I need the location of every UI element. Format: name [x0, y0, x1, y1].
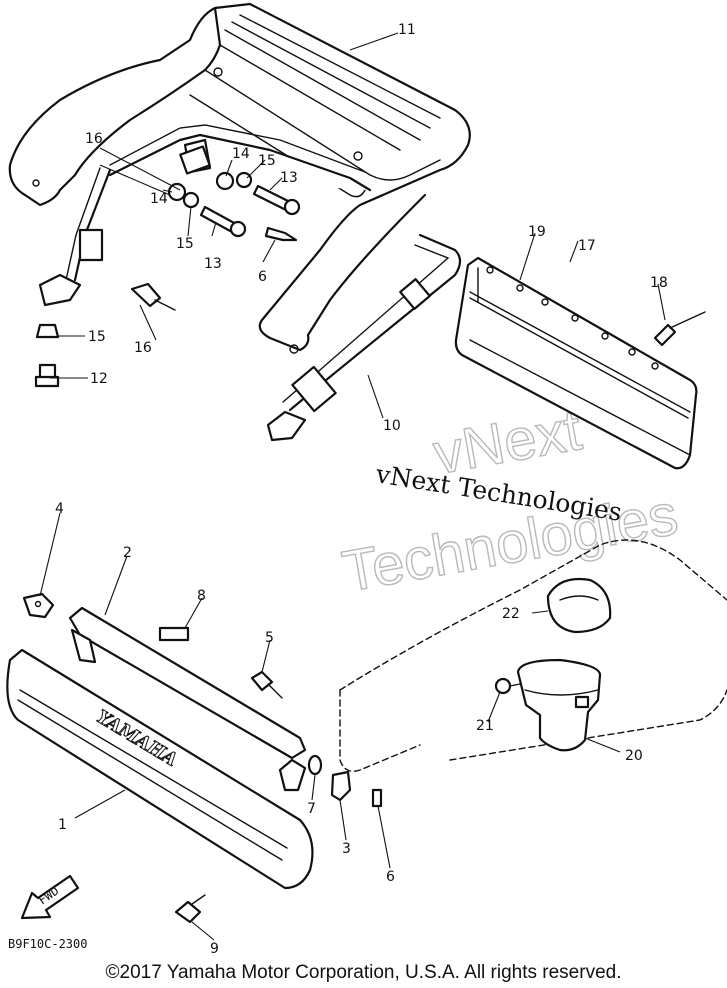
clamp-part-3 — [330, 770, 352, 802]
frame-bar-part-10 — [38, 124, 462, 442]
tank-outline — [339, 539, 727, 772]
callout-6-top: 6 — [258, 269, 267, 285]
rivet-part-18 — [653, 311, 706, 347]
filler-neck-part-20 — [516, 658, 602, 752]
diagram-code: B9F10C-2300 — [8, 937, 87, 951]
callout-9: 9 — [210, 941, 219, 957]
callout-13-bottom: 13 — [204, 256, 222, 272]
callout-2: 2 — [123, 545, 132, 561]
bolt-part-5 — [250, 670, 283, 699]
cap-part-22 — [546, 578, 612, 634]
callout-4: 4 — [55, 501, 64, 517]
callout-15-bottom: 15 — [176, 236, 194, 252]
callout-6-bottom: 6 — [386, 869, 395, 885]
callout-7: 7 — [307, 801, 316, 817]
callout-12: 12 — [90, 371, 108, 387]
clip-part-4 — [22, 592, 55, 619]
grab-bar-part-11 — [8, 2, 471, 354]
callout-21: 21 — [476, 718, 494, 734]
callout-18: 18 — [650, 275, 668, 291]
callout-22: 22 — [502, 606, 520, 622]
leader-lines — [39, 32, 666, 941]
callout-labels: 11 16 14 15 13 14 15 13 6 16 15 12 10 19… — [55, 22, 668, 957]
callout-8: 8 — [197, 588, 206, 604]
fasteners-top — [34, 145, 301, 388]
copyright-notice: ©2017 Yamaha Motor Corporation, U.S.A. A… — [105, 962, 622, 983]
screw-part-21 — [494, 677, 521, 695]
callout-10: 10 — [383, 418, 401, 434]
bolt-part-9 — [174, 894, 206, 924]
callout-11: 11 — [398, 22, 416, 38]
callout-14-top: 14 — [232, 146, 250, 162]
callout-13-top: 13 — [280, 170, 298, 186]
parts-diagram: vNext Technologies — [6, 2, 727, 957]
label-part-8 — [158, 626, 190, 642]
bracket-part-2 — [68, 606, 307, 792]
pin-part-6 — [371, 788, 383, 808]
callout-14-bottom: 14 — [150, 191, 168, 207]
callout-5: 5 — [265, 630, 274, 646]
callout-3: 3 — [342, 841, 351, 857]
washer-part-7 — [307, 754, 323, 776]
callout-15-top: 15 — [258, 153, 276, 169]
callout-1: 1 — [58, 817, 67, 833]
fwd-arrow-icon: FWD — [20, 874, 80, 920]
callout-17: 17 — [578, 238, 596, 254]
callout-16-top: 16 — [85, 131, 103, 147]
callout-15-left: 15 — [88, 329, 106, 345]
mud-flap-part-17 — [454, 256, 698, 470]
callout-20: 20 — [625, 748, 643, 764]
callout-16-bottom: 16 — [134, 340, 152, 356]
callout-19: 19 — [528, 224, 546, 240]
